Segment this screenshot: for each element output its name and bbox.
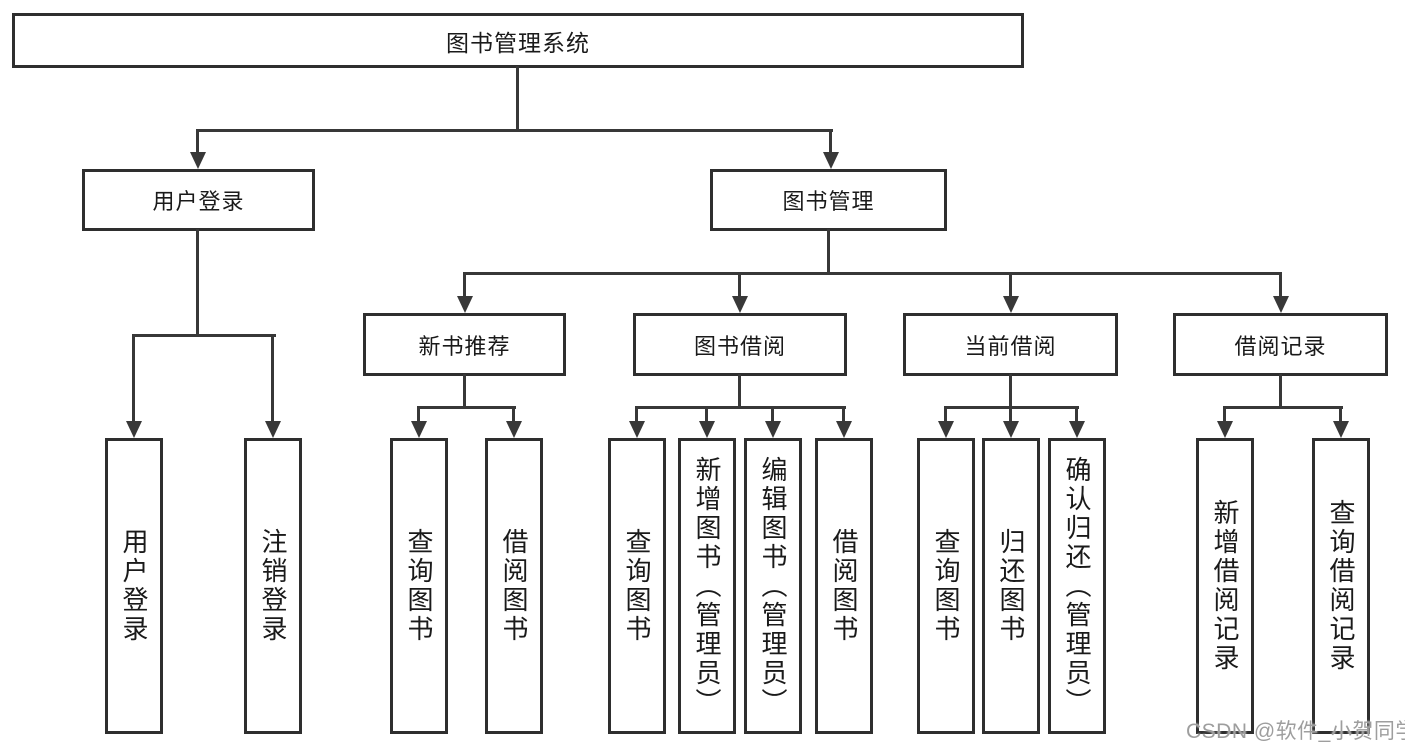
connector-book-management-hline xyxy=(463,272,1282,275)
leaf-borrow-books-label: 借阅图书 xyxy=(829,528,859,644)
arrow-down-icon xyxy=(836,421,852,438)
node-user-login: 用户登录 xyxy=(82,169,315,231)
connector-stem xyxy=(132,334,135,422)
arrow-down-icon xyxy=(190,152,206,169)
leaf-add-books-admin: 新增图书（管理员） xyxy=(678,438,736,734)
node-new-book-recommend-label: 新书推荐 xyxy=(418,333,511,359)
connector-stem xyxy=(829,129,832,153)
connector-stem xyxy=(842,406,845,423)
connector-new-book-stub xyxy=(463,374,466,408)
leaf-query-books-current: 查询图书 xyxy=(917,438,975,734)
node-borrowing-records: 借阅记录 xyxy=(1173,313,1388,376)
arrow-down-icon xyxy=(732,296,748,313)
leaf-edit-books-admin-label: 编辑图书（管理员） xyxy=(758,455,788,717)
arrow-down-icon xyxy=(765,421,781,438)
connector-stem xyxy=(1075,406,1078,423)
connector-stem xyxy=(271,334,274,422)
connector-book-borrowing-stub xyxy=(738,374,741,408)
leaf-query-borrow-record-label: 查询借阅记录 xyxy=(1326,499,1356,673)
connector-root-stub xyxy=(516,66,519,131)
watermark-text: CSDN @软件_小贺同学 xyxy=(1186,720,1405,743)
arrow-down-icon xyxy=(506,421,522,438)
arrow-down-icon xyxy=(265,421,281,438)
leaf-query-borrow-record: 查询借阅记录 xyxy=(1312,438,1370,734)
leaf-borrow-books: 借阅图书 xyxy=(815,438,873,734)
leaf-query-books-recommend: 查询图书 xyxy=(390,438,448,734)
leaf-query-books-borrowing-label: 查询图书 xyxy=(622,528,652,644)
arrow-down-icon xyxy=(699,421,715,438)
node-library-system: 图书管理系统 xyxy=(12,13,1024,68)
arrow-down-icon xyxy=(629,421,645,438)
connector-stem xyxy=(417,406,420,423)
connector-current-borrowing-stub xyxy=(1009,374,1012,408)
node-book-borrowing-label: 图书借阅 xyxy=(693,333,786,359)
connector-stem xyxy=(1009,406,1012,423)
arrow-down-icon xyxy=(1003,296,1019,313)
leaf-query-books-borrowing: 查询图书 xyxy=(608,438,666,734)
leaf-add-borrow-record-label: 新增借阅记录 xyxy=(1210,499,1240,673)
arrow-down-icon xyxy=(126,421,142,438)
arrow-down-icon xyxy=(1003,421,1019,438)
node-current-borrowing-label: 当前借阅 xyxy=(964,333,1057,359)
arrow-down-icon xyxy=(1217,421,1233,438)
arrow-down-icon xyxy=(457,296,473,313)
connector-stem xyxy=(1339,406,1342,423)
connector-borrowing-records-stub xyxy=(1279,374,1282,408)
connector-stem xyxy=(635,406,638,423)
arrow-down-icon xyxy=(1333,421,1349,438)
leaf-query-books-recommend-label: 查询图书 xyxy=(404,528,434,644)
connector-stem xyxy=(771,406,774,423)
node-new-book-recommend: 新书推荐 xyxy=(363,313,566,376)
node-book-borrowing: 图书借阅 xyxy=(633,313,847,376)
connector-stem xyxy=(1279,272,1282,298)
leaf-return-books: 归还图书 xyxy=(982,438,1040,734)
leaf-query-books-current-label: 查询图书 xyxy=(931,528,961,644)
leaf-borrow-books-recommend: 借阅图书 xyxy=(485,438,543,734)
connector-user-login-hline xyxy=(132,334,276,337)
connector-new-book-hline xyxy=(417,406,516,409)
node-book-management: 图书管理 xyxy=(710,169,947,231)
connector-stem xyxy=(1223,406,1226,423)
connector-stem xyxy=(944,406,947,423)
connector-stem xyxy=(738,272,741,298)
leaf-logout: 注销登录 xyxy=(244,438,302,734)
connector-book-borrowing-hline xyxy=(635,406,846,409)
connector-stem xyxy=(1009,272,1012,298)
leaf-borrow-books-recommend-label: 借阅图书 xyxy=(499,528,529,644)
arrow-down-icon xyxy=(1069,421,1085,438)
leaf-user-login-label: 用户登录 xyxy=(119,528,149,644)
connector-book-management-stub xyxy=(827,229,830,274)
arrow-down-icon xyxy=(823,152,839,169)
leaf-return-books-label: 归还图书 xyxy=(996,528,1026,644)
connector-stem xyxy=(705,406,708,423)
leaf-confirm-return-admin: 确认归还（管理员） xyxy=(1048,438,1106,734)
node-user-login-label: 用户登录 xyxy=(152,189,245,214)
arrow-down-icon xyxy=(938,421,954,438)
arrow-down-icon xyxy=(1273,296,1289,313)
leaf-edit-books-admin: 编辑图书（管理员） xyxy=(744,438,802,734)
leaf-confirm-return-admin-label: 确认归还（管理员） xyxy=(1062,455,1092,717)
connector-stem xyxy=(196,129,199,153)
connector-user-login-stub xyxy=(196,229,199,336)
connector-root-hline xyxy=(196,129,833,132)
arrow-down-icon xyxy=(411,421,427,438)
connector-stem xyxy=(512,406,515,423)
leaf-logout-label: 注销登录 xyxy=(258,528,288,644)
leaf-add-books-admin-label: 新增图书（管理员） xyxy=(692,455,722,717)
connector-stem xyxy=(463,272,466,298)
node-current-borrowing: 当前借阅 xyxy=(903,313,1118,376)
node-borrowing-records-label: 借阅记录 xyxy=(1234,333,1327,359)
leaf-add-borrow-record: 新增借阅记录 xyxy=(1196,438,1254,734)
node-library-system-label: 图书管理系统 xyxy=(446,29,590,56)
node-book-management-label: 图书管理 xyxy=(782,189,875,214)
connector-borrowing-records-hline xyxy=(1223,406,1343,409)
leaf-user-login: 用户登录 xyxy=(105,438,163,734)
